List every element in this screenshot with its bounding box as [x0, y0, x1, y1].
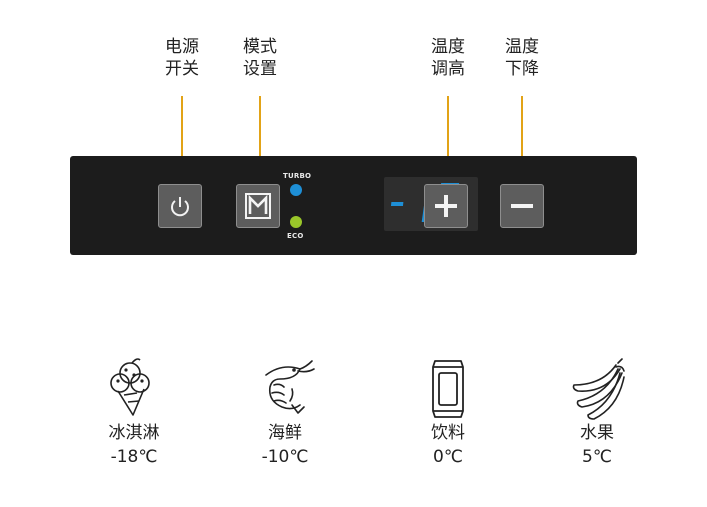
banana-icon: [572, 358, 625, 420]
can-icon: [432, 360, 464, 418]
plus-icon: [435, 195, 457, 217]
category-name: 海鲜: [268, 423, 302, 443]
category-temp: -18℃: [110, 447, 158, 467]
power-button[interactable]: [158, 184, 202, 228]
power-label: 电源 开关: [165, 37, 199, 79]
minus-icon: [511, 204, 533, 208]
power-leader-line: [181, 96, 183, 180]
temp-down-label: 温度 下降: [505, 37, 539, 79]
category-drink: 饮料 0℃: [393, 355, 503, 469]
category-fruit: 水果 5℃: [542, 355, 652, 469]
category-temp: -10℃: [261, 447, 309, 467]
category-seafood: 海鲜 -10℃: [230, 355, 340, 469]
category-ice-cream: 冰淇淋 -18℃: [79, 355, 189, 469]
mode-leader-line: [259, 96, 261, 180]
mode-button[interactable]: [236, 184, 280, 228]
category-name: 饮料: [431, 423, 465, 443]
turbo-indicator-label: TURBO: [283, 172, 312, 180]
category-temp: 0℃: [433, 447, 463, 467]
temp-down-button[interactable]: [500, 184, 544, 228]
eco-indicator-dot: [290, 216, 302, 228]
temp-up-button[interactable]: [424, 184, 468, 228]
mode-m-icon: [245, 193, 271, 219]
control-panel: TURBO ECO -18: [70, 156, 637, 255]
ice-cream-icon: [110, 358, 150, 416]
category-name: 水果: [580, 423, 614, 443]
category-name: 冰淇淋: [108, 423, 160, 443]
turbo-indicator-dot: [290, 184, 302, 196]
power-icon: [171, 197, 189, 217]
temp-up-label: 温度 调高: [431, 37, 465, 79]
mode-label: 模式 设置: [243, 37, 277, 79]
temp-up-leader-line: [447, 96, 449, 180]
temp-down-leader-line: [521, 96, 523, 180]
shrimp-icon: [265, 360, 315, 414]
category-temp: 5℃: [582, 447, 612, 467]
eco-indicator-label: ECO: [287, 232, 304, 240]
